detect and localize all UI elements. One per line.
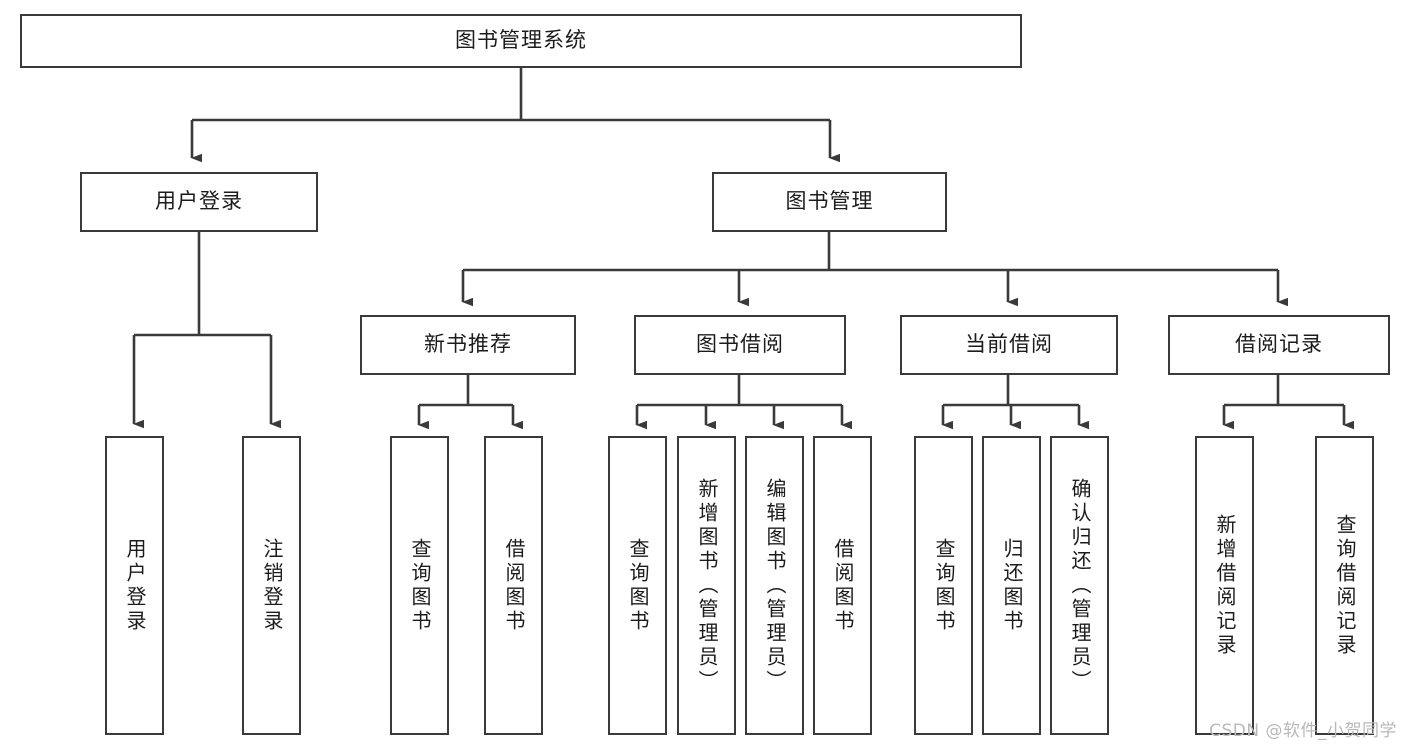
node-new-book-recommend-label: 新书推荐 bbox=[424, 332, 512, 357]
node-leaf-query-book-2[interactable]: 查询图书 bbox=[608, 436, 667, 735]
node-current-borrow[interactable]: 当前借阅 bbox=[900, 315, 1118, 375]
node-book-borrow-label: 图书借阅 bbox=[696, 332, 784, 357]
node-leaf-query-book-1-label: 查询图书 bbox=[408, 537, 432, 634]
node-user-login[interactable]: 用户登录 bbox=[80, 172, 318, 232]
node-leaf-confirm-return-label: 确认归还（管理员） bbox=[1068, 477, 1092, 694]
node-leaf-add-record-label: 新增借阅记录 bbox=[1213, 513, 1237, 658]
node-leaf-query-book-3-label: 查询图书 bbox=[932, 537, 956, 634]
node-leaf-user-logout[interactable]: 注销登录 bbox=[242, 436, 301, 735]
node-leaf-user-login-label: 用户登录 bbox=[123, 537, 147, 634]
node-borrow-record[interactable]: 借阅记录 bbox=[1168, 315, 1390, 375]
node-leaf-return-book-label: 归还图书 bbox=[1000, 537, 1024, 634]
node-leaf-borrow-book-2-label: 借阅图书 bbox=[831, 537, 855, 634]
node-leaf-query-book-1[interactable]: 查询图书 bbox=[390, 436, 449, 735]
node-borrow-record-label: 借阅记录 bbox=[1235, 332, 1323, 357]
node-leaf-add-book-label: 新增图书（管理员） bbox=[695, 477, 719, 694]
node-root-label: 图书管理系统 bbox=[455, 28, 587, 53]
node-leaf-confirm-return[interactable]: 确认归还（管理员） bbox=[1050, 436, 1109, 735]
node-leaf-edit-book-label: 编辑图书（管理员） bbox=[763, 477, 787, 694]
node-book-management[interactable]: 图书管理 bbox=[712, 172, 947, 232]
node-current-borrow-label: 当前借阅 bbox=[965, 332, 1053, 357]
node-leaf-borrow-book-2[interactable]: 借阅图书 bbox=[813, 436, 872, 735]
csdn-watermark: CSDN @软件_小贺同学 bbox=[1209, 721, 1397, 741]
node-user-login-label: 用户登录 bbox=[155, 189, 243, 214]
node-book-management-label: 图书管理 bbox=[785, 189, 874, 214]
node-leaf-user-login[interactable]: 用户登录 bbox=[105, 436, 164, 735]
node-book-borrow[interactable]: 图书借阅 bbox=[634, 315, 846, 375]
node-leaf-edit-book[interactable]: 编辑图书（管理员） bbox=[745, 436, 804, 735]
node-leaf-borrow-book-1[interactable]: 借阅图书 bbox=[484, 436, 543, 735]
node-leaf-return-book[interactable]: 归还图书 bbox=[982, 436, 1041, 735]
node-leaf-query-record[interactable]: 查询借阅记录 bbox=[1315, 436, 1374, 735]
node-leaf-add-record[interactable]: 新增借阅记录 bbox=[1195, 436, 1254, 735]
node-leaf-query-book-3[interactable]: 查询图书 bbox=[914, 436, 973, 735]
node-root[interactable]: 图书管理系统 bbox=[20, 14, 1022, 68]
node-leaf-borrow-book-1-label: 借阅图书 bbox=[502, 537, 526, 634]
node-leaf-query-book-2-label: 查询图书 bbox=[626, 537, 650, 634]
node-leaf-add-book[interactable]: 新增图书（管理员） bbox=[677, 436, 736, 735]
node-new-book-recommend[interactable]: 新书推荐 bbox=[360, 315, 576, 375]
node-leaf-query-record-label: 查询借阅记录 bbox=[1333, 513, 1357, 658]
node-leaf-user-logout-label: 注销登录 bbox=[260, 537, 284, 634]
